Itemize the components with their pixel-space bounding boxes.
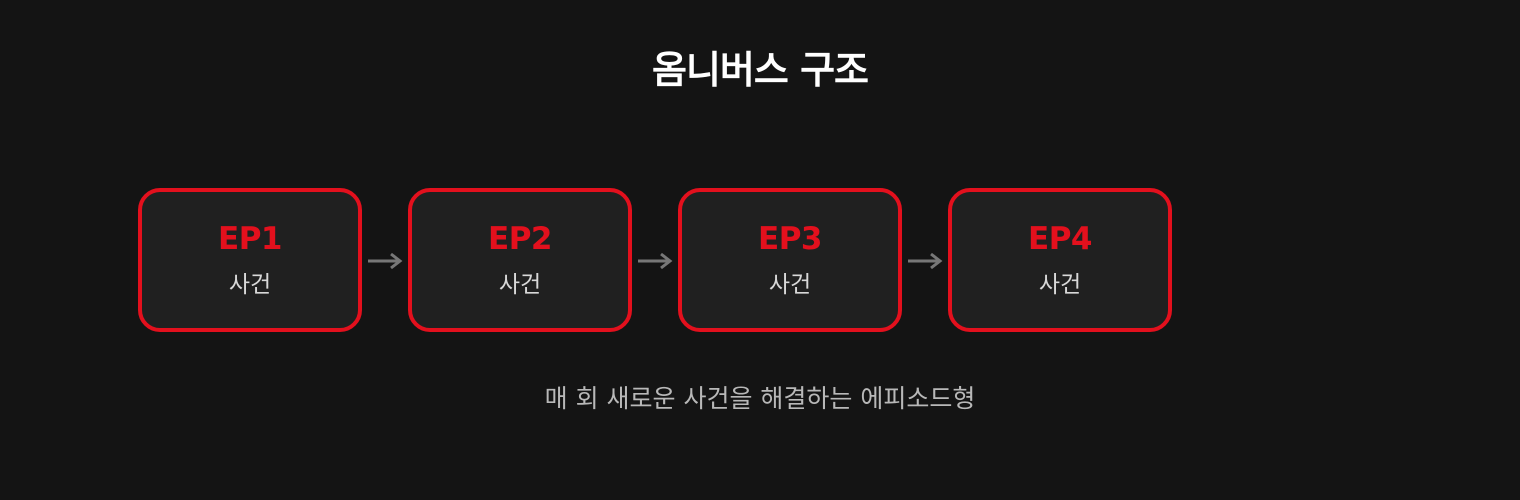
episode-card-2: EP2 사건 (408, 188, 632, 332)
diagram-caption: 매 회 새로운 사건을 해결하는 에피소드형 (544, 384, 976, 413)
episode-label: EP2 (488, 221, 552, 257)
episode-label: EP1 (218, 221, 282, 257)
episode-sublabel: 사건 (498, 272, 542, 298)
episode-flow: EP1 사건 EP2 사건 EP3 사건 EP4 사건 (138, 188, 1172, 332)
episode-sublabel: 사건 (1038, 272, 1082, 298)
episode-label: EP3 (758, 221, 822, 257)
episode-sublabel: 사건 (228, 272, 272, 298)
episode-label: EP4 (1028, 221, 1092, 257)
episode-card-1: EP1 사건 (138, 188, 362, 332)
arrow-right-icon (902, 188, 948, 332)
diagram-title: 옴니버스 구조 (652, 48, 869, 92)
episode-sublabel: 사건 (768, 272, 812, 298)
arrow-right-icon (362, 188, 408, 332)
episode-card-4: EP4 사건 (948, 188, 1172, 332)
episode-card-3: EP3 사건 (678, 188, 902, 332)
arrow-right-icon (632, 188, 678, 332)
